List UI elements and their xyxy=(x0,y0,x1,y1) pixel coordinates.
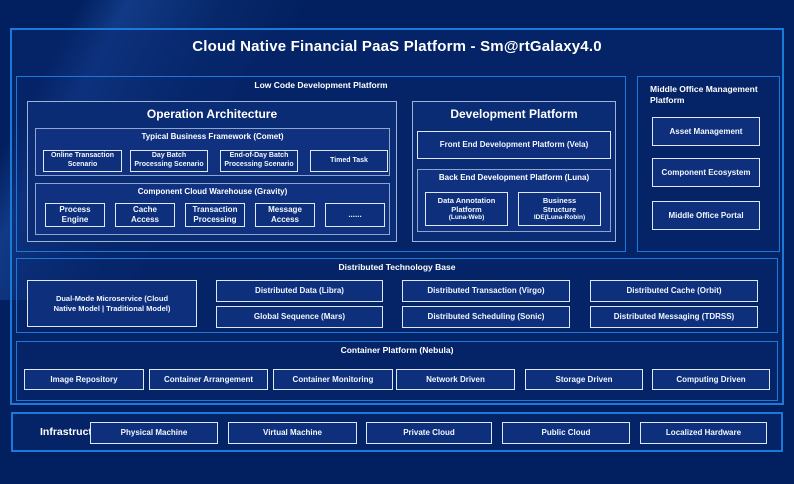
public-cloud-box: Public Cloud xyxy=(502,422,630,444)
operation-architecture-group: Operation Architecture Typical Business … xyxy=(27,101,397,242)
dual-mode-microservice-box: Dual-Mode Microservice (Cloud Native Mod… xyxy=(27,280,197,327)
physical-machine-box: Physical Machine xyxy=(90,422,218,444)
virtual-machine-box: Virtual Machine xyxy=(228,422,357,444)
low-code-section-label: Low Code Development Platform xyxy=(254,80,388,90)
business-structure-line3: IDE(Luna-Robin) xyxy=(533,214,586,222)
low-code-development-platform-section: Low Code Development Platform Operation … xyxy=(16,76,626,252)
gravity-item-message-access: Message Access xyxy=(255,203,315,227)
distributed-messaging-box: Distributed Messaging (TDRSS) xyxy=(590,306,758,328)
middle-office-management-platform-section: Middle Office Management Platform Asset … xyxy=(637,76,780,252)
back-end-label: Back End Development Platform (Luna) xyxy=(438,173,590,182)
comet-item-day-batch: Day Batch Processing Scenario xyxy=(130,150,208,172)
typical-business-framework-group: Typical Business Framework (Comet) Onlin… xyxy=(35,128,390,176)
platform-panel: Cloud Native Financial PaaS Platform - S… xyxy=(10,28,784,405)
middle-office-section-label: Middle Office Management Platform xyxy=(650,84,758,106)
global-sequence-box: Global Sequence (Mars) xyxy=(216,306,383,328)
distributed-data-box: Distributed Data (Libra) xyxy=(216,280,383,302)
distributed-technology-base-section: Distributed Technology Base Dual-Mode Mi… xyxy=(16,258,778,333)
gravity-item-cache-access: Cache Access xyxy=(115,203,175,227)
development-platform-title: Development Platform xyxy=(450,107,578,121)
container-platform-section: Container Platform (Nebula) Image Reposi… xyxy=(16,341,778,401)
component-ecosystem-box: Component Ecosystem xyxy=(652,158,760,187)
distributed-scheduling-box: Distributed Scheduling (Sonic) xyxy=(402,306,570,328)
localized-hardware-box: Localized Hardware xyxy=(640,422,767,444)
private-cloud-box: Private Cloud xyxy=(366,422,492,444)
comet-label: Typical Business Framework (Comet) xyxy=(141,132,284,141)
distributed-transaction-box: Distributed Transaction (Virgo) xyxy=(402,280,570,302)
operation-architecture-title: Operation Architecture xyxy=(146,107,278,121)
asset-management-box: Asset Management xyxy=(652,117,760,146)
development-platform-group: Development Platform Front End Developme… xyxy=(412,101,616,242)
business-structure-line1: Business xyxy=(542,196,577,206)
gravity-item-process-engine: Process Engine xyxy=(45,203,105,227)
container-arrangement-box: Container Arrangement xyxy=(149,369,268,390)
comet-item-end-of-day-batch: End-of-Day Batch Processing Scenario xyxy=(220,150,298,172)
gravity-item-transaction-processing: Transaction Processing xyxy=(185,203,245,227)
middle-office-portal-box: Middle Office Portal xyxy=(652,201,760,230)
distributed-cache-box: Distributed Cache (Orbit) xyxy=(590,280,758,302)
container-section-label: Container Platform (Nebula) xyxy=(340,345,454,355)
network-driven-box: Network Driven xyxy=(396,369,515,390)
data-annotation-line2: Platform xyxy=(451,205,482,215)
page-title: Cloud Native Financial PaaS Platform - S… xyxy=(192,38,602,55)
data-annotation-platform-box: Data Annotation Platform (Luna-Web) xyxy=(425,192,508,226)
distributed-section-label: Distributed Technology Base xyxy=(338,262,456,272)
business-structure-ide-box: Business Structure IDE(Luna-Robin) xyxy=(518,192,601,226)
container-monitoring-box: Container Monitoring xyxy=(273,369,393,390)
gravity-item-more: ...... xyxy=(325,203,385,227)
component-cloud-warehouse-group: Component Cloud Warehouse (Gravity) Proc… xyxy=(35,183,390,235)
business-structure-line2: Structure xyxy=(542,205,577,215)
storage-driven-box: Storage Driven xyxy=(525,369,643,390)
front-end-development-platform-box: Front End Development Platform (Vela) xyxy=(417,131,611,159)
comet-item-online-transaction: Online Transaction Scenario xyxy=(43,150,122,172)
computing-driven-box: Computing Driven xyxy=(652,369,770,390)
comet-item-timed-task: Timed Task xyxy=(310,150,388,172)
back-end-development-platform-group: Back End Development Platform (Luna) Dat… xyxy=(417,169,611,232)
gravity-label: Component Cloud Warehouse (Gravity) xyxy=(137,187,288,196)
data-annotation-line1: Data Annotation xyxy=(437,196,496,206)
image-repository-box: Image Repository xyxy=(24,369,144,390)
data-annotation-line3: (Luna-Web) xyxy=(448,214,485,222)
infrastructure-section: Infrastructure Physical Machine Virtual … xyxy=(11,412,783,452)
